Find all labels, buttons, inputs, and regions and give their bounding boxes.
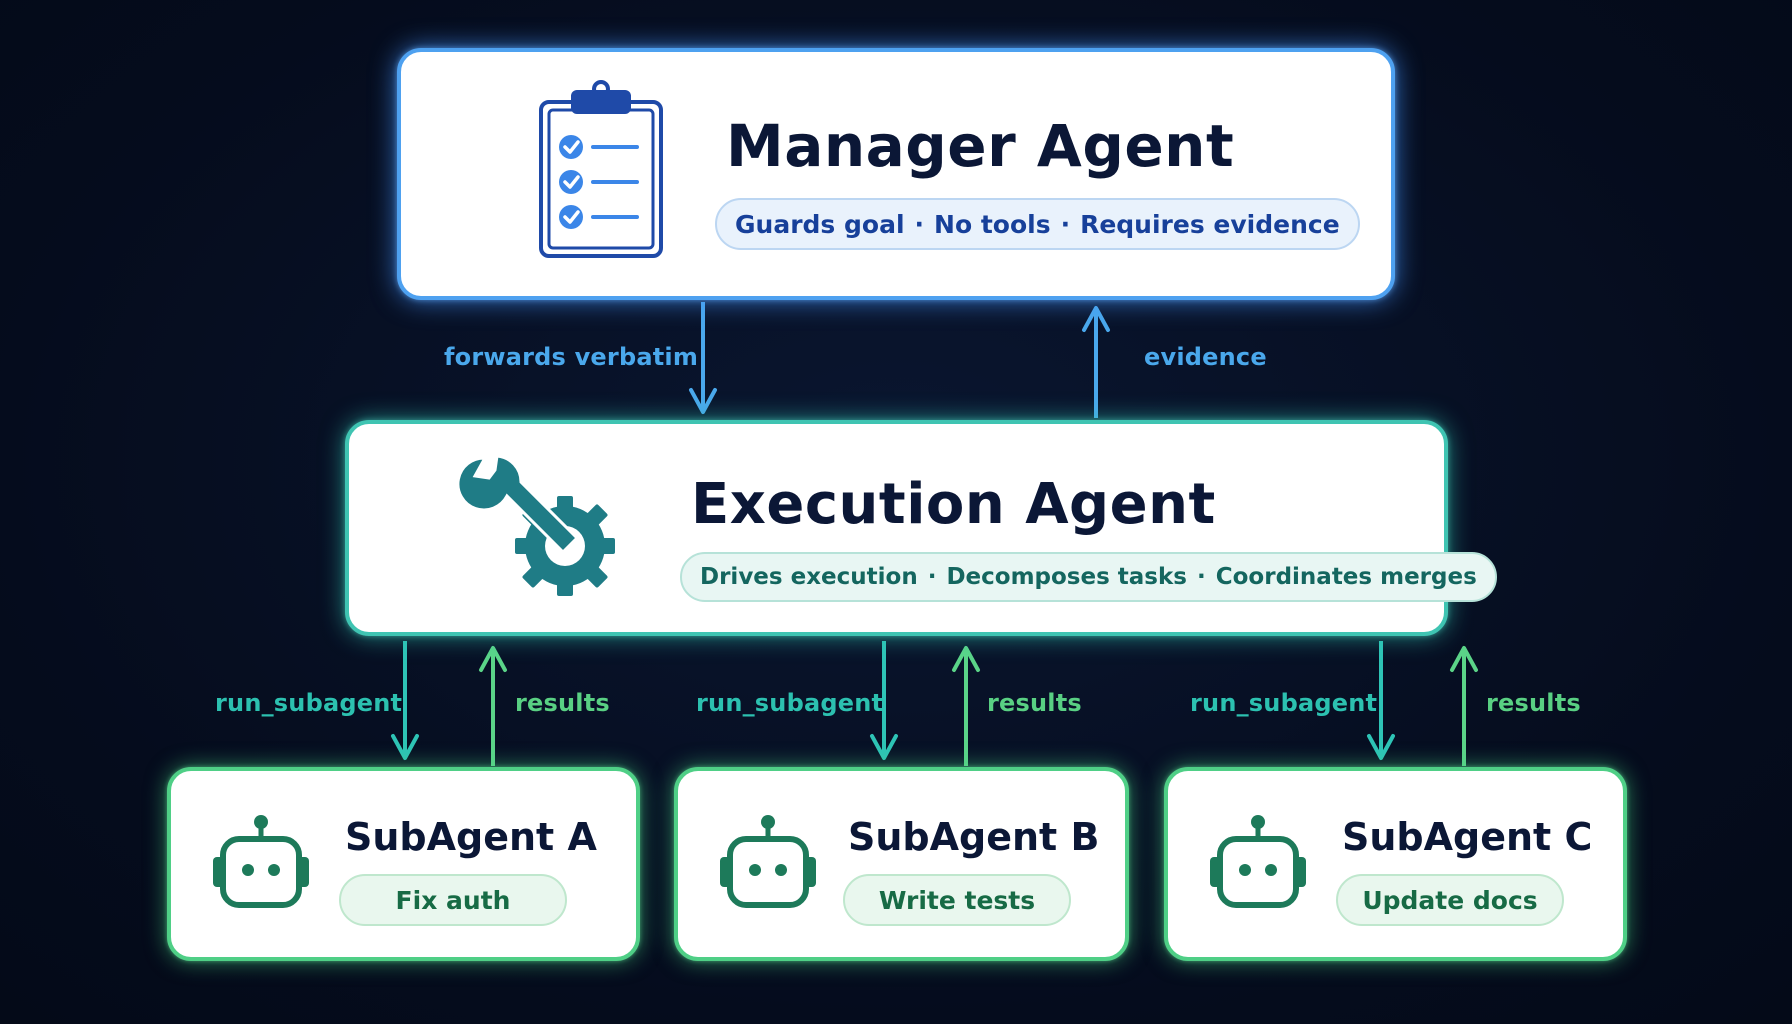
clipboard-checklist-icon <box>539 80 663 258</box>
results-arrow-a <box>479 646 507 766</box>
subagent-c-task-pill: Update docs <box>1336 874 1564 926</box>
results-label-c: results <box>1486 689 1581 717</box>
manager-capabilities-pill: Guards goal · No tools · Requires eviden… <box>715 198 1360 250</box>
robot-icon <box>213 815 309 908</box>
evidence-label: evidence <box>1144 343 1267 371</box>
results-arrow-c <box>1450 646 1478 766</box>
manager-agent-title: Manager Agent <box>726 112 1235 180</box>
pill-item: Decomposes tasks <box>946 564 1187 590</box>
manager-agent-node: Manager Agent Guards goal · No tools · R… <box>397 48 1395 300</box>
run-subagent-arrow-c <box>1367 641 1395 760</box>
pill-separator: · <box>914 209 925 239</box>
execution-capabilities-pill: Drives execution · Decomposes tasks · Co… <box>680 552 1497 602</box>
robot-icon <box>720 815 816 908</box>
pill-item: Requires evidence <box>1080 209 1340 239</box>
evidence-arrow <box>1082 306 1110 418</box>
forwards-verbatim-label: forwards verbatim <box>444 343 699 371</box>
run-subagent-arrow-a <box>391 641 419 760</box>
pill-separator: · <box>927 564 937 590</box>
subagent-b-title: SubAgent B <box>848 815 1100 859</box>
subagent-a-node: SubAgent A Fix auth <box>167 767 640 961</box>
subagent-b-node: SubAgent B Write tests <box>674 767 1129 961</box>
subagent-c-title: SubAgent C <box>1342 815 1593 859</box>
results-arrow-b <box>952 646 980 766</box>
pill-item: Guards goal <box>735 209 905 239</box>
pill-separator: · <box>1197 564 1206 590</box>
subagent-a-title: SubAgent A <box>345 815 597 859</box>
pill-item: No tools <box>934 209 1051 239</box>
execution-agent-node: Execution Agent Drives execution · Decom… <box>345 420 1497 636</box>
execution-agent-title: Execution Agent <box>691 472 1216 537</box>
pill-item: Coordinates merges <box>1215 564 1477 590</box>
wrench-gear-icon <box>456 454 615 596</box>
subagent-a-task-pill: Fix auth <box>339 874 567 926</box>
run-subagent-label-c: run_subagent <box>1190 689 1378 717</box>
forwards-verbatim-arrow <box>689 302 717 414</box>
subagent-b-task-pill: Write tests <box>843 874 1071 926</box>
results-label-b: results <box>987 689 1082 717</box>
run-subagent-label-b: run_subagent <box>696 689 884 717</box>
results-label-a: results <box>515 689 610 717</box>
subagent-c-node: SubAgent C Update docs <box>1164 767 1627 961</box>
robot-icon <box>1210 815 1306 908</box>
run-subagent-arrow-b <box>870 641 898 760</box>
pill-separator: · <box>1060 209 1071 239</box>
pill-item: Drives execution <box>700 564 918 590</box>
run-subagent-label-a: run_subagent <box>215 689 403 717</box>
